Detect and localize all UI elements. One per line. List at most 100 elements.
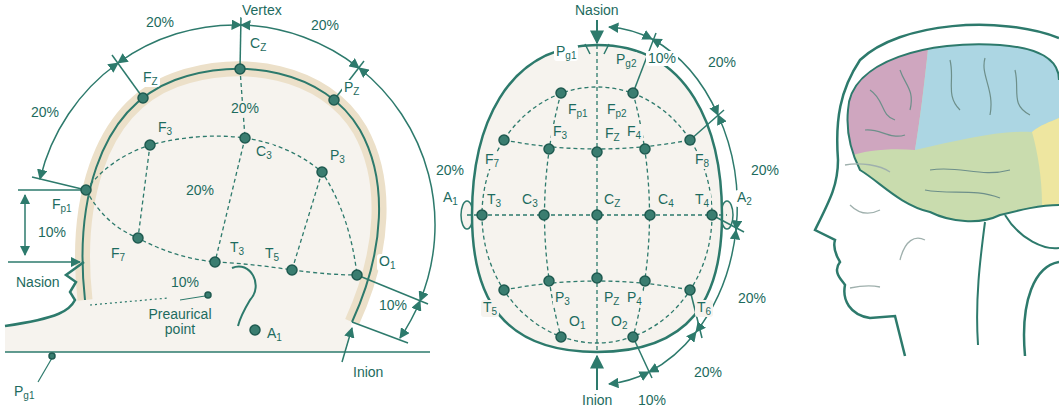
face-outline <box>5 262 84 326</box>
electrode-label: T3 <box>228 240 246 257</box>
electrode-label: PZ <box>342 80 361 97</box>
percent-label: 20% <box>184 183 216 198</box>
symbol-letter: A <box>737 189 746 205</box>
electrode-lines <box>467 45 727 352</box>
electrode-label: T3 <box>485 192 503 209</box>
percent-label: 20% <box>736 291 768 306</box>
skull-band <box>83 69 379 322</box>
electrode-label: C4 <box>656 192 676 209</box>
symbol-subscript: p1 <box>577 108 588 119</box>
ear <box>232 266 256 326</box>
symbol-subscript: 3 <box>239 246 245 257</box>
percent-label: 20% <box>229 101 261 116</box>
electrode-label: C3 <box>254 144 274 161</box>
electrode-label: F8 <box>693 152 711 169</box>
symbol-letter: A <box>443 189 452 205</box>
percent-label: 20% <box>309 18 341 33</box>
symbol-letter: T <box>695 191 704 207</box>
lobes <box>840 30 1059 230</box>
electrode-label: A1 <box>265 326 284 343</box>
symbol-letter: P <box>555 289 564 305</box>
symbol-letter: C <box>604 191 614 207</box>
brain-outline <box>848 44 1059 221</box>
percent-label: 20% <box>29 105 61 120</box>
landmark-label: Nasion <box>573 3 621 18</box>
electrode-label: Pg1 <box>12 384 36 401</box>
symbol-subscript: 1 <box>580 320 586 331</box>
symbol-letter: F <box>52 196 61 212</box>
percent-label: 20% <box>749 163 781 178</box>
face-features <box>845 164 925 288</box>
symbol-letter: F <box>553 123 562 139</box>
electrode-label: O1 <box>567 314 587 331</box>
symbol-subscript: 6 <box>706 306 712 317</box>
electrode-label: Fp1 <box>50 197 74 214</box>
electrode-label: F3 <box>551 124 569 141</box>
symbol-subscript: 4 <box>704 198 710 209</box>
symbol-subscript: g1 <box>565 50 576 61</box>
electrode-label: O2 <box>609 314 629 331</box>
electrode-label: Fp1 <box>566 102 590 119</box>
landmark-label: Vertex <box>240 3 284 18</box>
measure-arcs <box>585 20 744 390</box>
electrode-label: C3 <box>520 192 540 209</box>
symbol-letter: O <box>379 253 390 269</box>
electrode-label: A2 <box>735 190 754 207</box>
symbol-letter: O <box>611 313 622 329</box>
electrode-label: F7 <box>483 152 501 169</box>
neck-outline <box>1024 262 1059 356</box>
symbol-letter: C <box>522 191 532 207</box>
landmark-label: Preaurical point <box>139 307 221 337</box>
symbol-letter: T <box>697 299 706 315</box>
electrode-label: O1 <box>377 254 397 271</box>
symbol-subscript: 4 <box>636 296 642 307</box>
electrode-dots <box>477 88 717 342</box>
symbol-subscript: 1 <box>390 260 396 271</box>
panel-base <box>5 351 430 353</box>
symbol-letter: C <box>658 191 668 207</box>
symbol-letter: F <box>143 69 152 85</box>
skull-outline <box>83 69 379 322</box>
symbol-letter: F <box>111 245 120 261</box>
electrode-label: FZ <box>141 70 160 87</box>
head-outline <box>472 45 722 352</box>
electrode-label: T4 <box>693 192 711 209</box>
symbol-subscript: 7 <box>120 252 126 263</box>
electrode-label: P4 <box>625 290 644 307</box>
symbol-subscript: Z <box>260 42 266 53</box>
symbol-letter: F <box>695 151 704 167</box>
symbol-subscript: 5 <box>274 252 280 263</box>
electrode-label: P3 <box>328 148 347 165</box>
symbol-subscript: 2 <box>622 320 628 331</box>
landmark-label: Inion <box>580 393 614 408</box>
symbol-letter: F <box>627 123 636 139</box>
electrode-label: T5 <box>481 300 499 317</box>
top-view <box>461 20 744 390</box>
electrode-label: Fp2 <box>605 102 629 119</box>
electrode-dots <box>49 64 362 359</box>
percent-label: 10% <box>377 298 409 313</box>
percent-label: 20% <box>144 15 176 30</box>
symbol-subscript: 3 <box>532 198 538 209</box>
head-outline <box>815 25 1059 356</box>
head-fill <box>5 69 379 352</box>
symbol-letter: T <box>487 191 496 207</box>
symbol-subscript: 3 <box>339 154 345 165</box>
electrode-label: PZ <box>602 290 621 307</box>
percent-label: 10% <box>646 51 678 66</box>
symbol-subscript: Z <box>613 296 619 307</box>
symbol-subscript: 3 <box>167 126 173 137</box>
symbol-letter: F <box>607 101 616 117</box>
symbol-letter: A <box>267 325 276 341</box>
symbol-letter: F <box>158 119 167 135</box>
landmark-label: Nasion <box>14 275 62 290</box>
symbol-subscript: 1 <box>452 196 458 207</box>
electrode-label: A1 <box>441 190 460 207</box>
electrode-label: Pg1 <box>554 44 578 61</box>
electrode-label: P3 <box>553 290 572 307</box>
symbol-subscript: 3 <box>564 296 570 307</box>
symbol-letter: P <box>330 147 339 163</box>
electrode-label: FZ <box>603 126 622 143</box>
measure-arcs <box>8 17 435 382</box>
percent-label: 20% <box>434 163 466 178</box>
